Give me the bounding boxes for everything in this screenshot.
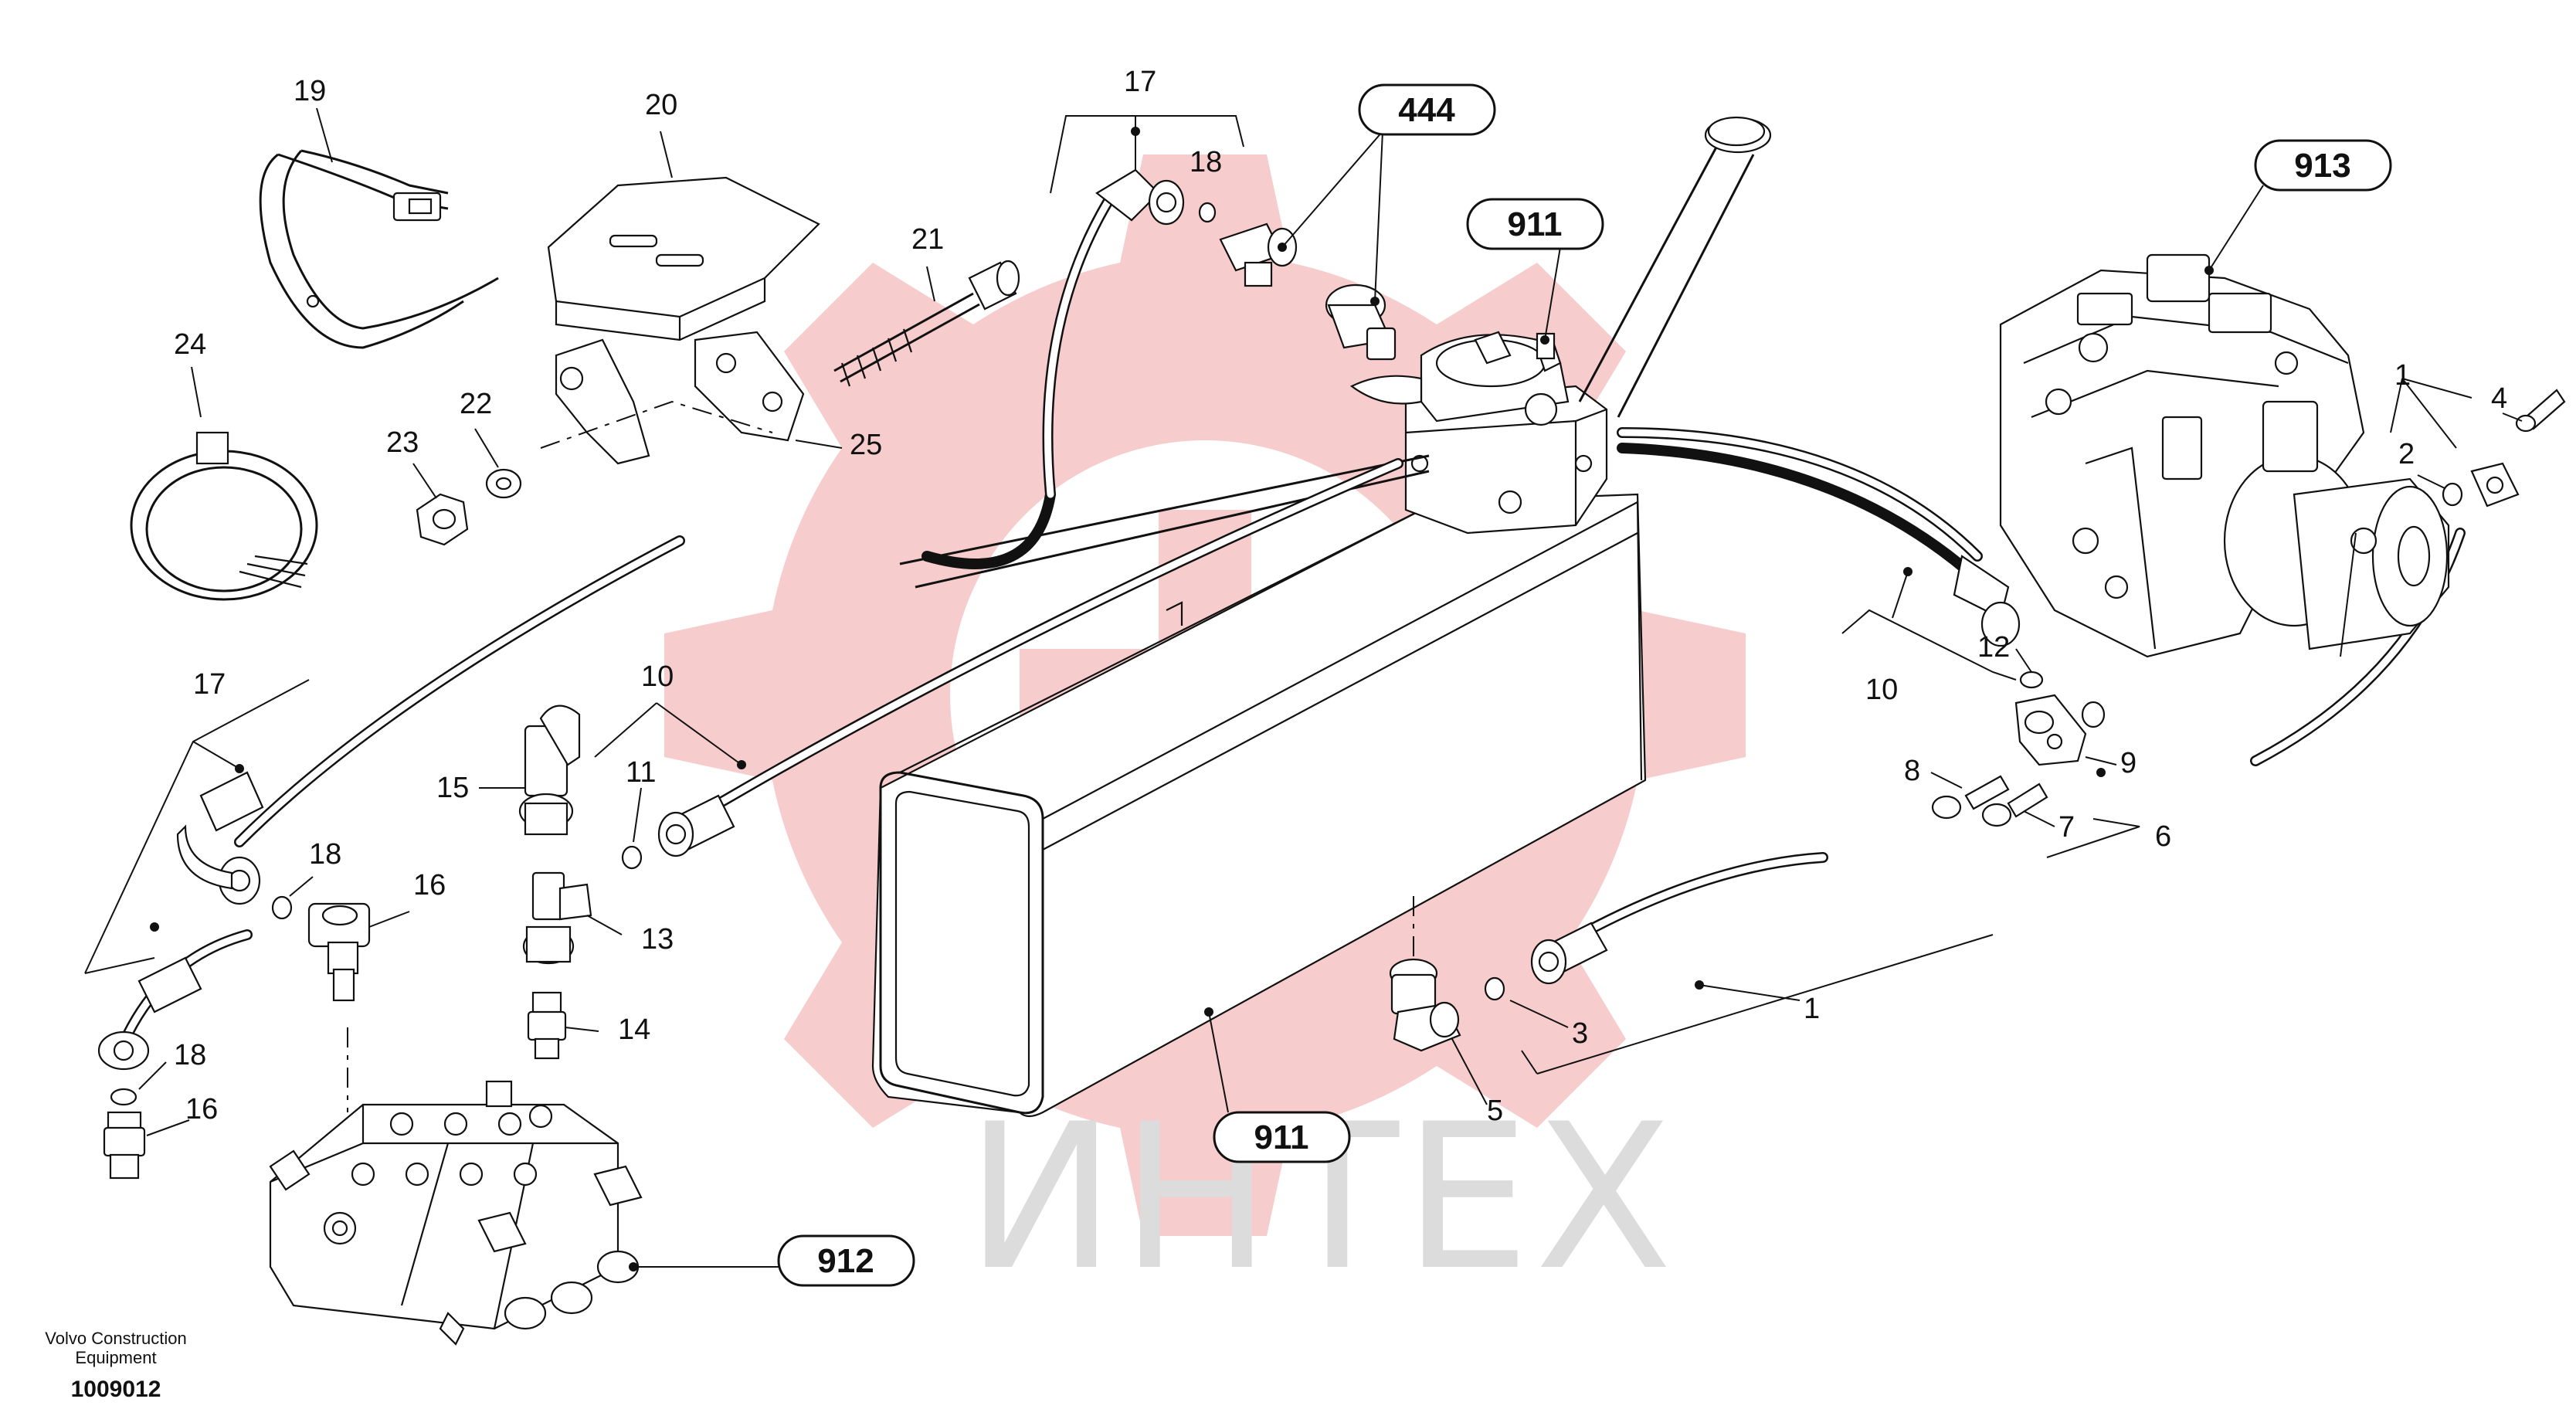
part-number-15: 15 (436, 772, 469, 804)
adapter-14 (527, 991, 567, 1060)
flange-6 (2014, 694, 2087, 766)
oring-11 (621, 845, 643, 870)
screw-7 (1981, 783, 2048, 827)
footer: Volvo Construction Equipment 1009012 (45, 1329, 186, 1402)
bolt-21 (833, 260, 1020, 387)
reference-label-912-text: 912 (817, 1242, 874, 1280)
flange-2 (2442, 462, 2520, 508)
part-number-10-mid: 10 (641, 660, 674, 693)
leader-dots (150, 127, 2214, 1271)
oring-9 (2081, 701, 2106, 728)
part-number-22: 22 (460, 388, 492, 420)
part-number-9: 9 (2120, 747, 2136, 779)
part-number-18-top: 18 (1190, 146, 1222, 178)
hose-fittings (97, 168, 2021, 1071)
elbow-16 (307, 902, 371, 1002)
hoses (118, 195, 2466, 1048)
washer-22 (485, 468, 522, 499)
adapter-16-lower (103, 1111, 146, 1180)
part-number-6: 6 (2155, 820, 2171, 853)
hydraulic-tank (871, 493, 1647, 1118)
reference-label-444-text: 444 (1398, 91, 1455, 129)
oring-18-lower (110, 1088, 137, 1106)
part-number-1-right: 1 (2394, 359, 2411, 392)
tee-fitting-13 (522, 871, 592, 965)
part-number-16: 16 (413, 869, 446, 901)
part-number-20: 20 (645, 89, 677, 121)
part-number-4: 4 (2491, 382, 2507, 415)
part-number-18-left: 18 (309, 838, 341, 871)
part-number-18-lower: 18 (174, 1039, 206, 1071)
part-number-25: 25 (850, 429, 882, 461)
part-number-14: 14 (618, 1013, 650, 1046)
part-number-1-lower: 1 (1804, 993, 1820, 1025)
tank-fitting-block (1349, 331, 1608, 535)
part-number-12: 12 (1977, 631, 2010, 664)
part-number-13: 13 (641, 923, 674, 956)
part-number-17-left: 17 (193, 668, 226, 701)
control-valve-block (269, 1027, 643, 1346)
nut-23 (416, 493, 469, 546)
clamp-24 (130, 431, 318, 601)
hydraulic-pump (1999, 253, 2450, 658)
part-number-24: 24 (174, 328, 206, 361)
reference-label-913[interactable]: 913 (2254, 139, 2392, 192)
filler-tube (1578, 116, 1772, 418)
part-number-11: 11 (626, 756, 656, 789)
reference-label-912[interactable]: 912 (777, 1234, 915, 1287)
leader-lines (84, 107, 2523, 1268)
part-number-2: 2 (2398, 438, 2415, 470)
part-number-10-right: 10 (1865, 674, 1898, 706)
part-number-labels: 19 20 21 17 18 24 22 23 25 17 10 15 11 1… (174, 66, 2507, 1127)
reference-label-444[interactable]: 444 (1358, 83, 1496, 136)
fitting-5 (1389, 896, 1461, 1052)
part-number-21: 21 (911, 223, 944, 256)
reference-label-911-top[interactable]: 911 (1466, 198, 1604, 250)
part-number-16-lower: 16 (185, 1093, 218, 1126)
part-number-17-top: 17 (1124, 66, 1156, 98)
strap-19 (259, 149, 499, 349)
bracket-20 (540, 176, 820, 465)
reference-label-913-text: 913 (2294, 147, 2350, 185)
part-number-19: 19 (294, 75, 326, 107)
drawing-number: 1009012 (71, 1377, 161, 1402)
oring-3 (1484, 976, 1505, 1001)
reference-label-911-top-text: 911 (1508, 205, 1563, 243)
part-number-3: 3 (1572, 1017, 1588, 1050)
reference-label-911-bottom[interactable]: 911 (1213, 1111, 1351, 1163)
reference-label-911-bottom-text: 911 (1254, 1119, 1309, 1156)
screw-8 (1931, 775, 2010, 820)
part-number-5: 5 (1487, 1095, 1503, 1127)
fitting-15 (518, 704, 581, 836)
part-number-8: 8 (1904, 755, 1920, 787)
part-number-7: 7 (2058, 811, 2075, 844)
company-name-line2: Equipment (75, 1348, 156, 1367)
screw-4 (2515, 389, 2566, 433)
oring-18-left (271, 895, 293, 920)
oring-12 (2019, 671, 2044, 689)
company-name-line1: Volvo Construction (45, 1329, 186, 1348)
part-number-23: 23 (386, 426, 419, 459)
